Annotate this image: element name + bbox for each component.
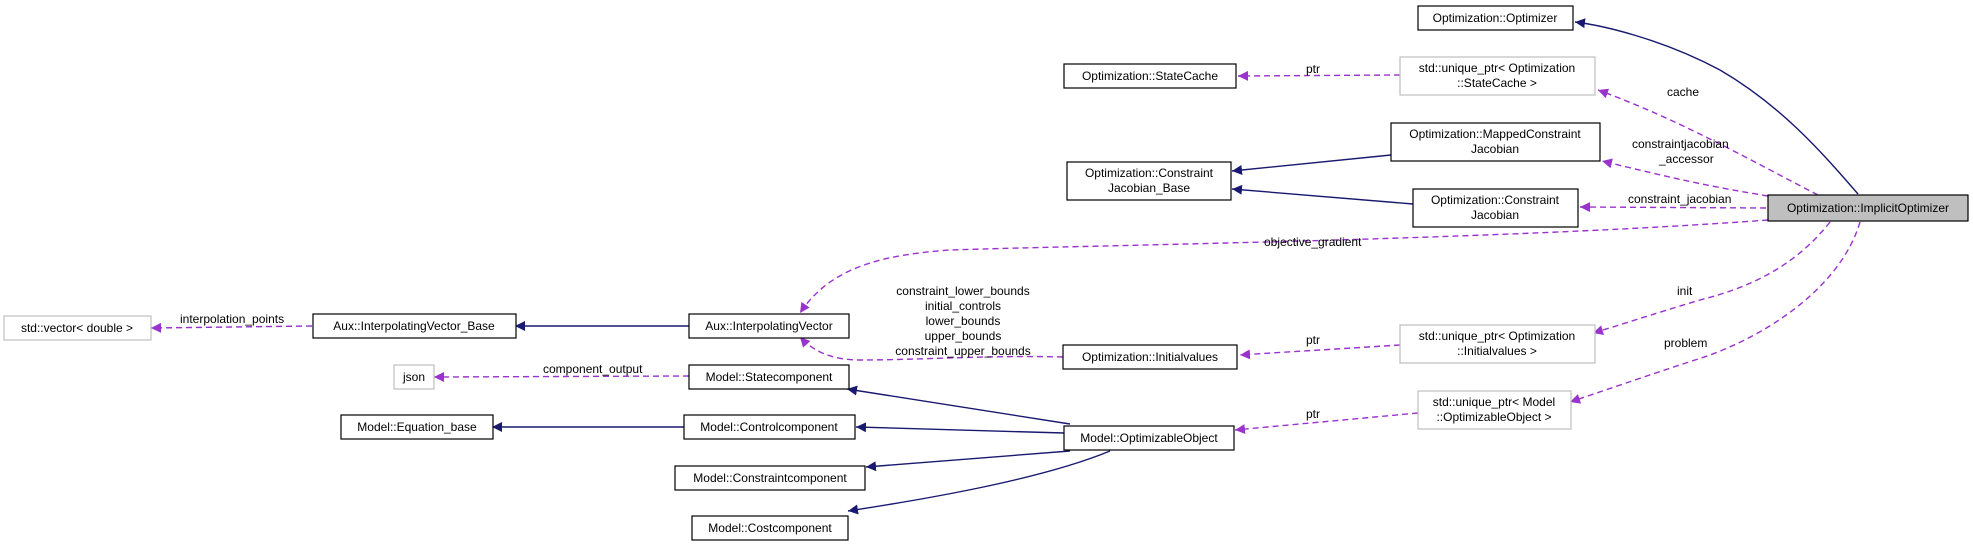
edge-optimizable-to-controlcomponent (855, 422, 1065, 434)
edge-implicit-optimizer-to-unique-ptr-optimizable (1569, 221, 1861, 404)
edge-unique-ptr-optimizable-to-optimizable (1234, 412, 1419, 435)
edge-label-problem: problem (1664, 336, 1707, 350)
node-optimizable-object[interactable]: Model::OptimizableObject (1063, 425, 1235, 451)
edge-optimizable-to-constraintcomponent (865, 450, 1071, 472)
edge-label-interpolation-points: interpolation_points (180, 312, 284, 326)
node-unique-ptr-statecache[interactable]: std::unique_ptr< Optimization ::StateCac… (1399, 56, 1596, 96)
edge-label-ptr-statecache: ptr (1306, 62, 1320, 76)
edge-label-constraint-jacobian: constraint_jacobian (1628, 192, 1731, 206)
svg-text:::OptimizableObject >: ::OptimizableObject > (1436, 410, 1551, 424)
svg-text:Model::OptimizableObject: Model::OptimizableObject (1080, 431, 1218, 445)
edge-label-initialvalues-member-5: constraint_upper_bounds (895, 344, 1030, 358)
edge-label-objective-gradient: objective_gradient (1264, 235, 1362, 249)
edge-label-ptr-initialvalues: ptr (1306, 333, 1320, 347)
svg-text:Optimization::Initialvalues: Optimization::Initialvalues (1082, 350, 1218, 364)
node-std-vector-double[interactable]: std::vector< double > (3, 315, 152, 341)
node-mapped-constraint-jacobian[interactable]: Optimization::MappedConstraint Jacobian (1390, 122, 1601, 162)
edge-interpolating-vector-base-to-std-vector (150, 322, 313, 333)
edge-label-initialvalues-member-3: lower_bounds (926, 314, 1001, 328)
edge-implicit-optimizer-to-optimizer (1574, 18, 1859, 195)
svg-text:Optimization::StateCache: Optimization::StateCache (1082, 69, 1218, 83)
edge-optimizable-to-statecomponent (846, 385, 1071, 425)
svg-text:std::unique_ptr< Model: std::unique_ptr< Model (1433, 395, 1555, 409)
edge-label-component-output: component_output (543, 362, 643, 376)
node-interpolating-vector-base[interactable]: Aux::InterpolatingVector_Base (312, 313, 517, 339)
svg-text:Aux::InterpolatingVector_Base: Aux::InterpolatingVector_Base (333, 319, 495, 333)
node-interpolating-vector[interactable]: Aux::InterpolatingVector (688, 313, 850, 339)
svg-text:Optimization::Optimizer: Optimization::Optimizer (1433, 11, 1558, 25)
svg-text:std::unique_ptr< Optimization: std::unique_ptr< Optimization (1419, 61, 1575, 75)
svg-text:Optimization::Constraint: Optimization::Constraint (1085, 166, 1214, 180)
node-optimizer[interactable]: Optimization::Optimizer (1417, 5, 1574, 31)
edge-label-initialvalues-member-2: initial_controls (925, 299, 1001, 313)
svg-text:Model::Controlcomponent: Model::Controlcomponent (700, 420, 838, 434)
node-unique-ptr-initialvalues[interactable]: std::unique_ptr< Optimization ::Initialv… (1399, 324, 1596, 364)
svg-text:Optimization::Constraint: Optimization::Constraint (1431, 193, 1560, 207)
node-statecache[interactable]: Optimization::StateCache (1063, 63, 1237, 89)
svg-text:std::unique_ptr< Optimization: std::unique_ptr< Optimization (1419, 329, 1575, 343)
edge-label-cache: cache (1667, 85, 1699, 99)
edge-label-init: init (1677, 284, 1693, 298)
edge-optimizable-to-costcomponent (847, 450, 1111, 515)
node-costcomponent[interactable]: Model::Costcomponent (691, 515, 849, 541)
node-constraint-jacobian-base[interactable]: Optimization::Constraint Jacobian_Base (1066, 161, 1232, 201)
node-constraintcomponent[interactable]: Model::Constraintcomponent (674, 465, 866, 491)
svg-text:Model::Statecomponent: Model::Statecomponent (706, 370, 833, 384)
svg-text:Jacobian_Base: Jacobian_Base (1108, 181, 1190, 195)
node-statecomponent[interactable]: Model::Statecomponent (688, 364, 850, 390)
svg-text:Optimization::MappedConstraint: Optimization::MappedConstraint (1409, 127, 1581, 141)
svg-text:Jacobian: Jacobian (1471, 208, 1519, 222)
node-unique-ptr-optimizable-object[interactable]: std::unique_ptr< Model ::OptimizableObje… (1417, 390, 1572, 430)
edge-label-initialvalues-member-4: upper_bounds (925, 329, 1002, 343)
edge-constraint-jacobian-to-base (1231, 184, 1414, 205)
svg-text:Optimization::ImplicitOptimize: Optimization::ImplicitOptimizer (1787, 201, 1949, 215)
edge-implicit-optimizer-to-constraint-jacobian (1579, 202, 1767, 213)
node-constraint-jacobian[interactable]: Optimization::Constraint Jacobian (1412, 188, 1579, 228)
svg-text:Model::Equation_base: Model::Equation_base (357, 420, 477, 434)
edge-statecomponent-to-json (433, 371, 690, 382)
node-json[interactable]: json (393, 364, 435, 390)
svg-text:std::vector< double >: std::vector< double > (21, 321, 133, 335)
edge-mapped-jacobian-to-base (1231, 154, 1392, 175)
node-equation-base[interactable]: Model::Equation_base (340, 414, 494, 440)
svg-text:Model::Costcomponent: Model::Costcomponent (708, 521, 832, 535)
edge-unique-ptr-initialvalues-to-initialvalues (1239, 344, 1401, 360)
edge-unique-ptr-statecache-to-statecache (1237, 70, 1401, 81)
edge-implicit-optimizer-to-mapped-jacobian (1601, 158, 1769, 197)
edge-implicit-optimizer-to-unique-ptr-initialvalues (1592, 221, 1831, 335)
edge-label-ptr-optimizable: ptr (1306, 407, 1320, 421)
edge-implicit-optimizer-to-interpolating-vector (799, 219, 1769, 314)
edge-label-constraintjacobian-accessor-line1: constraintjacobian (1632, 137, 1729, 151)
node-initialvalues[interactable]: Optimization::Initialvalues (1062, 344, 1238, 370)
svg-text:Jacobian: Jacobian (1471, 142, 1519, 156)
edge-label-constraintjacobian-accessor-line2: _accessor (1658, 152, 1714, 166)
edge-implicit-optimizer-to-unique-ptr-statecache (1597, 88, 1819, 196)
edge-initialvalues-to-interpolating-vector (799, 336, 1064, 361)
svg-text:Model::Constraintcomponent: Model::Constraintcomponent (693, 471, 847, 485)
node-implicit-optimizer[interactable]: Optimization::ImplicitOptimizer (1767, 194, 1969, 222)
svg-text:Aux::InterpolatingVector: Aux::InterpolatingVector (705, 319, 832, 333)
svg-text:json: json (402, 370, 425, 384)
edge-label-initialvalues-member-1: constraint_lower_bounds (896, 284, 1029, 298)
node-controlcomponent[interactable]: Model::Controlcomponent (683, 414, 856, 440)
svg-text:::StateCache >: ::StateCache > (1457, 76, 1537, 90)
svg-text:::Initialvalues >: ::Initialvalues > (1457, 344, 1537, 358)
